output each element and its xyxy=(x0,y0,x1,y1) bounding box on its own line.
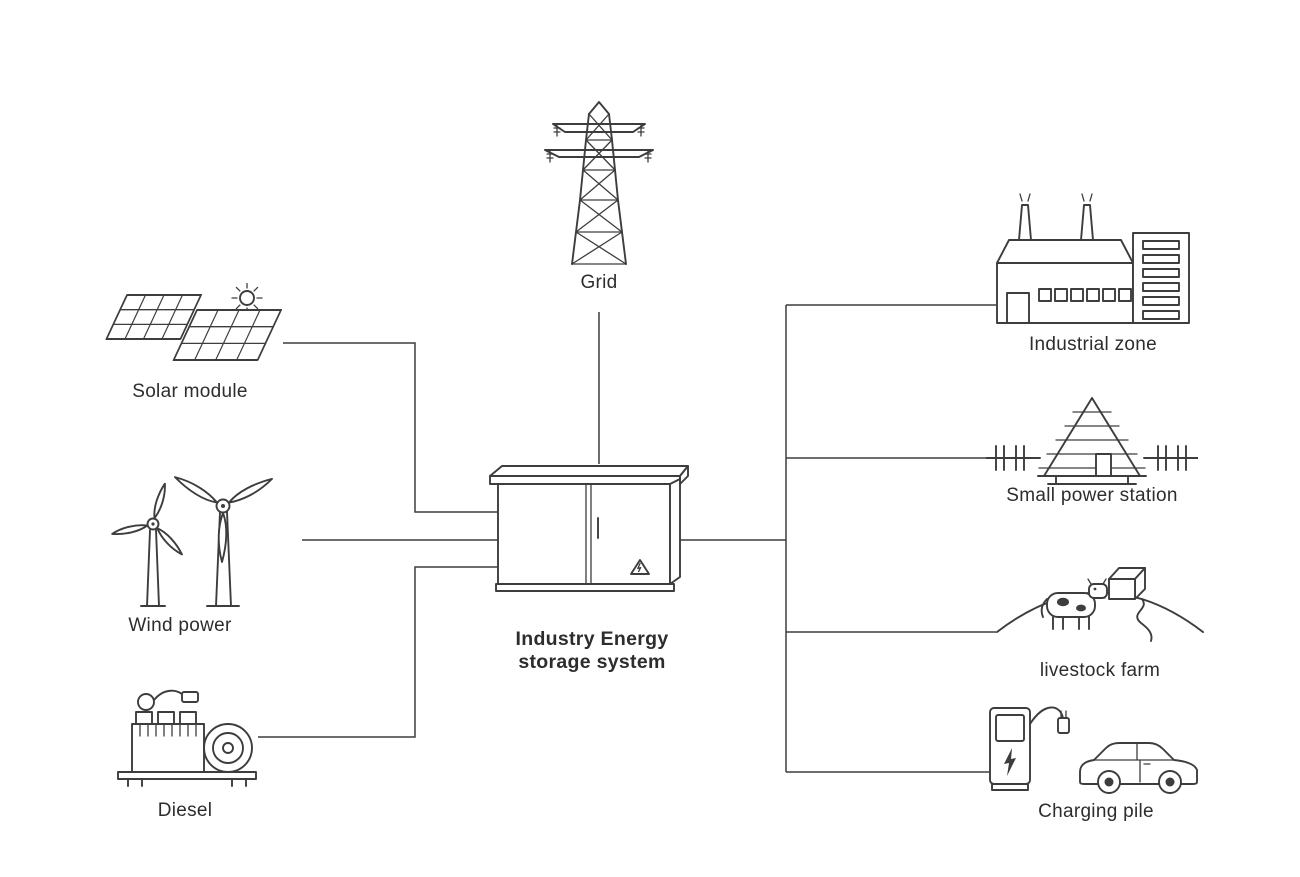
storage-system-label-line2: storage system xyxy=(518,651,666,673)
transmission-tower-icon xyxy=(544,101,654,265)
solar-panel-icon xyxy=(105,283,283,361)
grid-node xyxy=(543,100,655,268)
factory-icon xyxy=(996,193,1190,324)
storage-container-icon xyxy=(489,465,689,592)
storage-system-node xyxy=(488,458,695,608)
ev-charger-icon xyxy=(989,706,1198,794)
diesel-label: Diesel xyxy=(157,800,213,821)
connector-diesel xyxy=(258,566,499,738)
diesel-generator-icon xyxy=(117,689,257,787)
livestock-farm-node xyxy=(995,537,1205,647)
power-station-label: Small power station xyxy=(1006,485,1178,506)
wind-turbine-icon xyxy=(111,476,273,607)
diesel-node xyxy=(112,678,262,790)
wind-node xyxy=(105,438,280,610)
charging-pile-label: Charging pile xyxy=(1038,801,1154,822)
power-station-icon xyxy=(986,397,1198,485)
solar-node xyxy=(95,283,285,371)
grid-label: Grid xyxy=(580,272,618,293)
solar-label: Solar module xyxy=(132,381,248,402)
storage-system-label-line1: Industry Energy xyxy=(515,628,669,650)
industrial-zone-node xyxy=(995,193,1195,330)
connector-solar xyxy=(283,342,499,513)
cow-farm-icon xyxy=(996,567,1204,642)
industrial-zone-label: Industrial zone xyxy=(1028,334,1158,355)
power-station-node xyxy=(986,396,1198,488)
charging-pile-node xyxy=(988,698,1208,794)
livestock-farm-label: livestock farm xyxy=(1039,660,1161,681)
wind-label: Wind power xyxy=(128,615,232,636)
storage-system-label: Industry Energy storage system xyxy=(477,628,707,674)
